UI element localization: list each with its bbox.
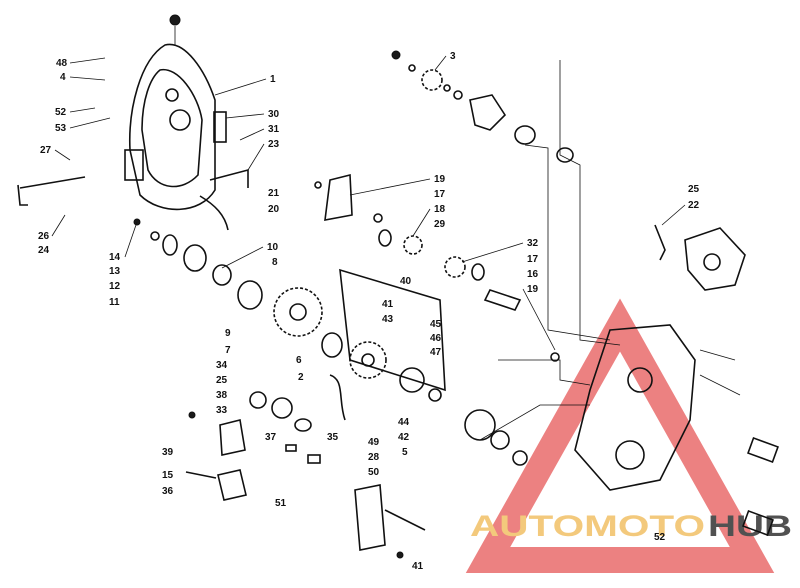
label-15: 15	[162, 470, 174, 481]
label-32: 32	[527, 238, 539, 249]
label-11: 11	[109, 297, 120, 308]
label-41a: 41	[382, 299, 394, 310]
clutch-stack	[133, 218, 263, 310]
label-45: 45	[430, 319, 442, 330]
label-10: 10	[267, 242, 279, 253]
gearcase-housing	[574, 324, 779, 536]
label-43: 43	[382, 314, 394, 325]
label-23: 23	[268, 139, 280, 150]
label-44: 44	[398, 417, 410, 428]
label-53: 53	[55, 123, 67, 134]
label-25a: 25	[688, 184, 700, 195]
label-33: 33	[216, 405, 228, 416]
label-49: 49	[368, 437, 380, 448]
label-52b: 52	[654, 532, 666, 543]
label-40: 40	[400, 276, 412, 287]
label-39: 39	[162, 447, 174, 458]
watermark-text-hub: HUB	[708, 510, 792, 543]
drive-sprockets	[273, 268, 446, 421]
label-37: 37	[265, 432, 277, 443]
label-18: 18	[434, 204, 446, 215]
brake-lever	[17, 111, 249, 231]
label-19a: 19	[434, 174, 446, 185]
label-30: 30	[268, 109, 280, 120]
label-24: 24	[38, 245, 50, 256]
label-25b: 25	[216, 375, 228, 386]
label-20: 20	[268, 204, 280, 215]
watermark-triangle-icon	[465, 298, 775, 573]
label-17a: 17	[434, 189, 446, 200]
label-28: 28	[368, 452, 380, 463]
callout-labels: 48 4 52 53 27 1 30 31 23 26 24 3 19 17 1…	[38, 51, 700, 572]
label-1: 1	[270, 74, 276, 85]
leader-lines	[51, 55, 686, 351]
label-35: 35	[327, 432, 339, 443]
label-19b: 19	[527, 284, 539, 295]
label-50: 50	[368, 467, 380, 478]
label-51: 51	[275, 498, 287, 509]
label-16: 16	[527, 269, 539, 280]
label-31: 31	[268, 124, 280, 135]
label-22: 22	[688, 200, 700, 211]
label-41b: 41	[412, 561, 424, 572]
label-27: 27	[40, 145, 52, 156]
label-14: 14	[109, 252, 121, 263]
label-38: 38	[216, 390, 228, 401]
top-shaft-group	[391, 50, 574, 163]
watermark: AUTOMOTO HUB	[465, 298, 792, 573]
label-48: 48	[56, 58, 68, 69]
label-17b: 17	[527, 254, 539, 265]
label-42: 42	[398, 432, 410, 443]
label-3: 3	[450, 51, 456, 62]
middle-gear-group	[314, 173, 560, 362]
label-6: 6	[296, 355, 302, 366]
label-13: 13	[109, 266, 121, 277]
label-46: 46	[430, 333, 442, 344]
label-9: 9	[225, 328, 231, 339]
label-29: 29	[434, 219, 446, 230]
label-5: 5	[402, 447, 408, 458]
label-47: 47	[430, 347, 442, 358]
label-12: 12	[109, 281, 121, 292]
lower-assembly	[185, 367, 528, 559]
label-2: 2	[298, 372, 304, 383]
label-26: 26	[38, 231, 50, 242]
watermark-text-automoto: AUTOMOTO	[470, 510, 705, 543]
label-4: 4	[60, 72, 66, 83]
label-21: 21	[268, 188, 280, 199]
connector-lines	[479, 60, 621, 441]
label-34: 34	[216, 360, 228, 371]
label-52: 52	[55, 107, 67, 118]
label-8: 8	[272, 257, 278, 268]
side-bracket	[654, 224, 746, 291]
label-7: 7	[225, 345, 231, 356]
label-36: 36	[162, 486, 174, 497]
chaincase-cover	[124, 14, 216, 211]
